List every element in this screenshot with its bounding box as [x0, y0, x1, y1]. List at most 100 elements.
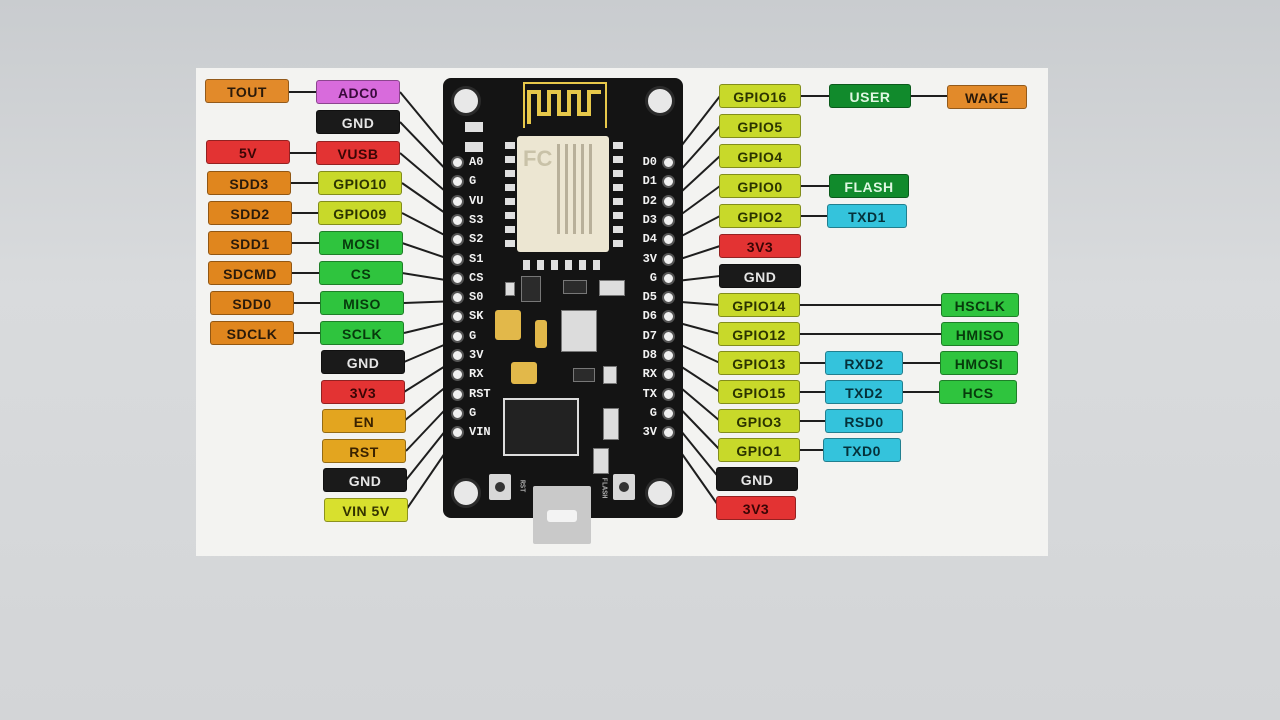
pin-label-hsclk: HSCLK: [941, 293, 1019, 317]
pin-label-gpio2: GPIO2: [719, 204, 801, 228]
micro-usb-connector: [533, 486, 591, 544]
header-pin-label: S2: [469, 232, 484, 247]
header-pin: [662, 406, 675, 420]
header-pin: [662, 213, 675, 227]
header-pin: [662, 233, 675, 247]
pin-label-miso: MISO: [320, 291, 404, 315]
pin-label-3v3: 3V3: [321, 380, 405, 404]
header-pin-label: G: [649, 405, 657, 420]
header-pin-label: SK: [469, 309, 484, 324]
header-pin: [451, 368, 464, 382]
header-pin-label: 3V: [642, 251, 657, 266]
header-pin: [662, 194, 675, 208]
usb-serial-chip: [503, 398, 579, 456]
pin-label-hmosi: HMOSI: [940, 351, 1018, 375]
pin-label-user: USER: [829, 84, 911, 108]
header-pin-label: RX: [642, 367, 657, 382]
voltage-regulator: [561, 310, 597, 352]
component: [599, 280, 625, 296]
header-pin: [451, 291, 464, 305]
pin-label-sdd2: SDD2: [208, 201, 292, 225]
header-pin: [662, 349, 675, 362]
header-pin: [451, 426, 464, 440]
pin-label-gpio4: GPIO4: [719, 144, 801, 168]
pin-label-gpio1: GPIO1: [718, 438, 800, 462]
header-pin-label: D3: [642, 212, 657, 227]
pin-label-sdd3: SDD3: [207, 171, 291, 195]
header-pin-label: G: [469, 328, 477, 343]
pin-label-en: EN: [322, 409, 406, 433]
header-pin-label: D1: [642, 174, 657, 189]
pin-label-txd0: TXD0: [823, 438, 901, 462]
header-pin-label: CS: [469, 270, 484, 285]
pin-label-gpio12: GPIO12: [718, 322, 800, 346]
header-pin: [451, 406, 464, 420]
pin-label-gpio15: GPIO15: [718, 380, 800, 404]
pin-label-tout: TOUT: [205, 79, 289, 103]
rst-button[interactable]: [489, 474, 511, 500]
pin-label-sdd0: SDD0: [210, 291, 294, 315]
header-pin-label: 3V: [642, 425, 657, 440]
header-pin-label: A0: [469, 155, 484, 169]
header-pin-label: S3: [469, 212, 484, 227]
header-pin: [451, 213, 464, 227]
component: [603, 366, 617, 384]
pin-label-5v: 5V: [206, 140, 290, 164]
pin-label-adc0: ADC0: [316, 80, 400, 104]
header-pin: [451, 349, 464, 362]
pin-label-gpio0: GPIO0: [719, 174, 801, 198]
header-pin: [662, 271, 675, 285]
pin-label-gnd: GND: [719, 264, 801, 288]
svg-text:FC: FC: [523, 146, 552, 171]
header-pin-label: RX: [469, 367, 484, 382]
wifi-antenna-icon: [523, 82, 607, 128]
pin-label-gnd: GND: [716, 467, 798, 491]
header-pin: [662, 291, 675, 305]
pin-label-sclk: SCLK: [320, 321, 404, 345]
pin-label-gpio14: GPIO14: [718, 293, 800, 317]
pin-label-rst: RST: [322, 439, 406, 463]
pin-label-gpio10: GPIO10: [318, 171, 402, 195]
pin-label-gnd: GND: [316, 110, 400, 134]
component: [563, 280, 587, 294]
header-pin: [662, 368, 675, 382]
pin-label-hmiso: HMISO: [941, 322, 1019, 346]
pin-label-gpio09: GPIO09: [318, 201, 402, 225]
header-pin-label: S1: [469, 251, 484, 266]
header-pin-label: RST: [469, 386, 491, 401]
header-pin: [662, 329, 675, 343]
header-pin-label: D5: [642, 290, 657, 305]
component: [511, 362, 537, 384]
component: [593, 448, 609, 474]
header-pin-label: D0: [642, 155, 657, 169]
pin-label-wake: WAKE: [947, 85, 1027, 109]
component: [521, 276, 541, 302]
header-pin-label: TX: [642, 386, 657, 401]
flash-button[interactable]: [613, 474, 635, 500]
header-pin: [451, 156, 464, 169]
header-pin: [662, 387, 675, 401]
pin-label-sdcmd: SDCMD: [208, 261, 292, 285]
header-pin-label: G: [469, 405, 477, 420]
pin-label-mosi: MOSI: [319, 231, 403, 255]
component: [505, 282, 515, 296]
pin-label-flash: FLASH: [829, 174, 909, 198]
header-pin: [451, 271, 464, 285]
mounting-hole: [451, 86, 481, 116]
component: [535, 320, 547, 348]
pin-label-gpio5: GPIO5: [719, 114, 801, 138]
component: [573, 368, 595, 382]
mounting-hole: [645, 478, 675, 508]
flash-button-label: FLASH: [599, 477, 608, 499]
header-pin: [451, 252, 464, 266]
pin-label-sdclk: SDCLK: [210, 321, 294, 345]
header-pin-label: D2: [642, 193, 657, 208]
pin-label-3v3: 3V3: [719, 234, 801, 258]
esp8266-module: FC: [517, 136, 609, 252]
pin-label-txd2: TXD2: [825, 380, 903, 404]
header-pin-label: S0: [469, 290, 484, 305]
header-pin-label: D7: [642, 328, 657, 343]
header-pin-label: VIN: [469, 425, 491, 440]
header-pin: [451, 233, 464, 247]
header-pin: [662, 252, 675, 266]
